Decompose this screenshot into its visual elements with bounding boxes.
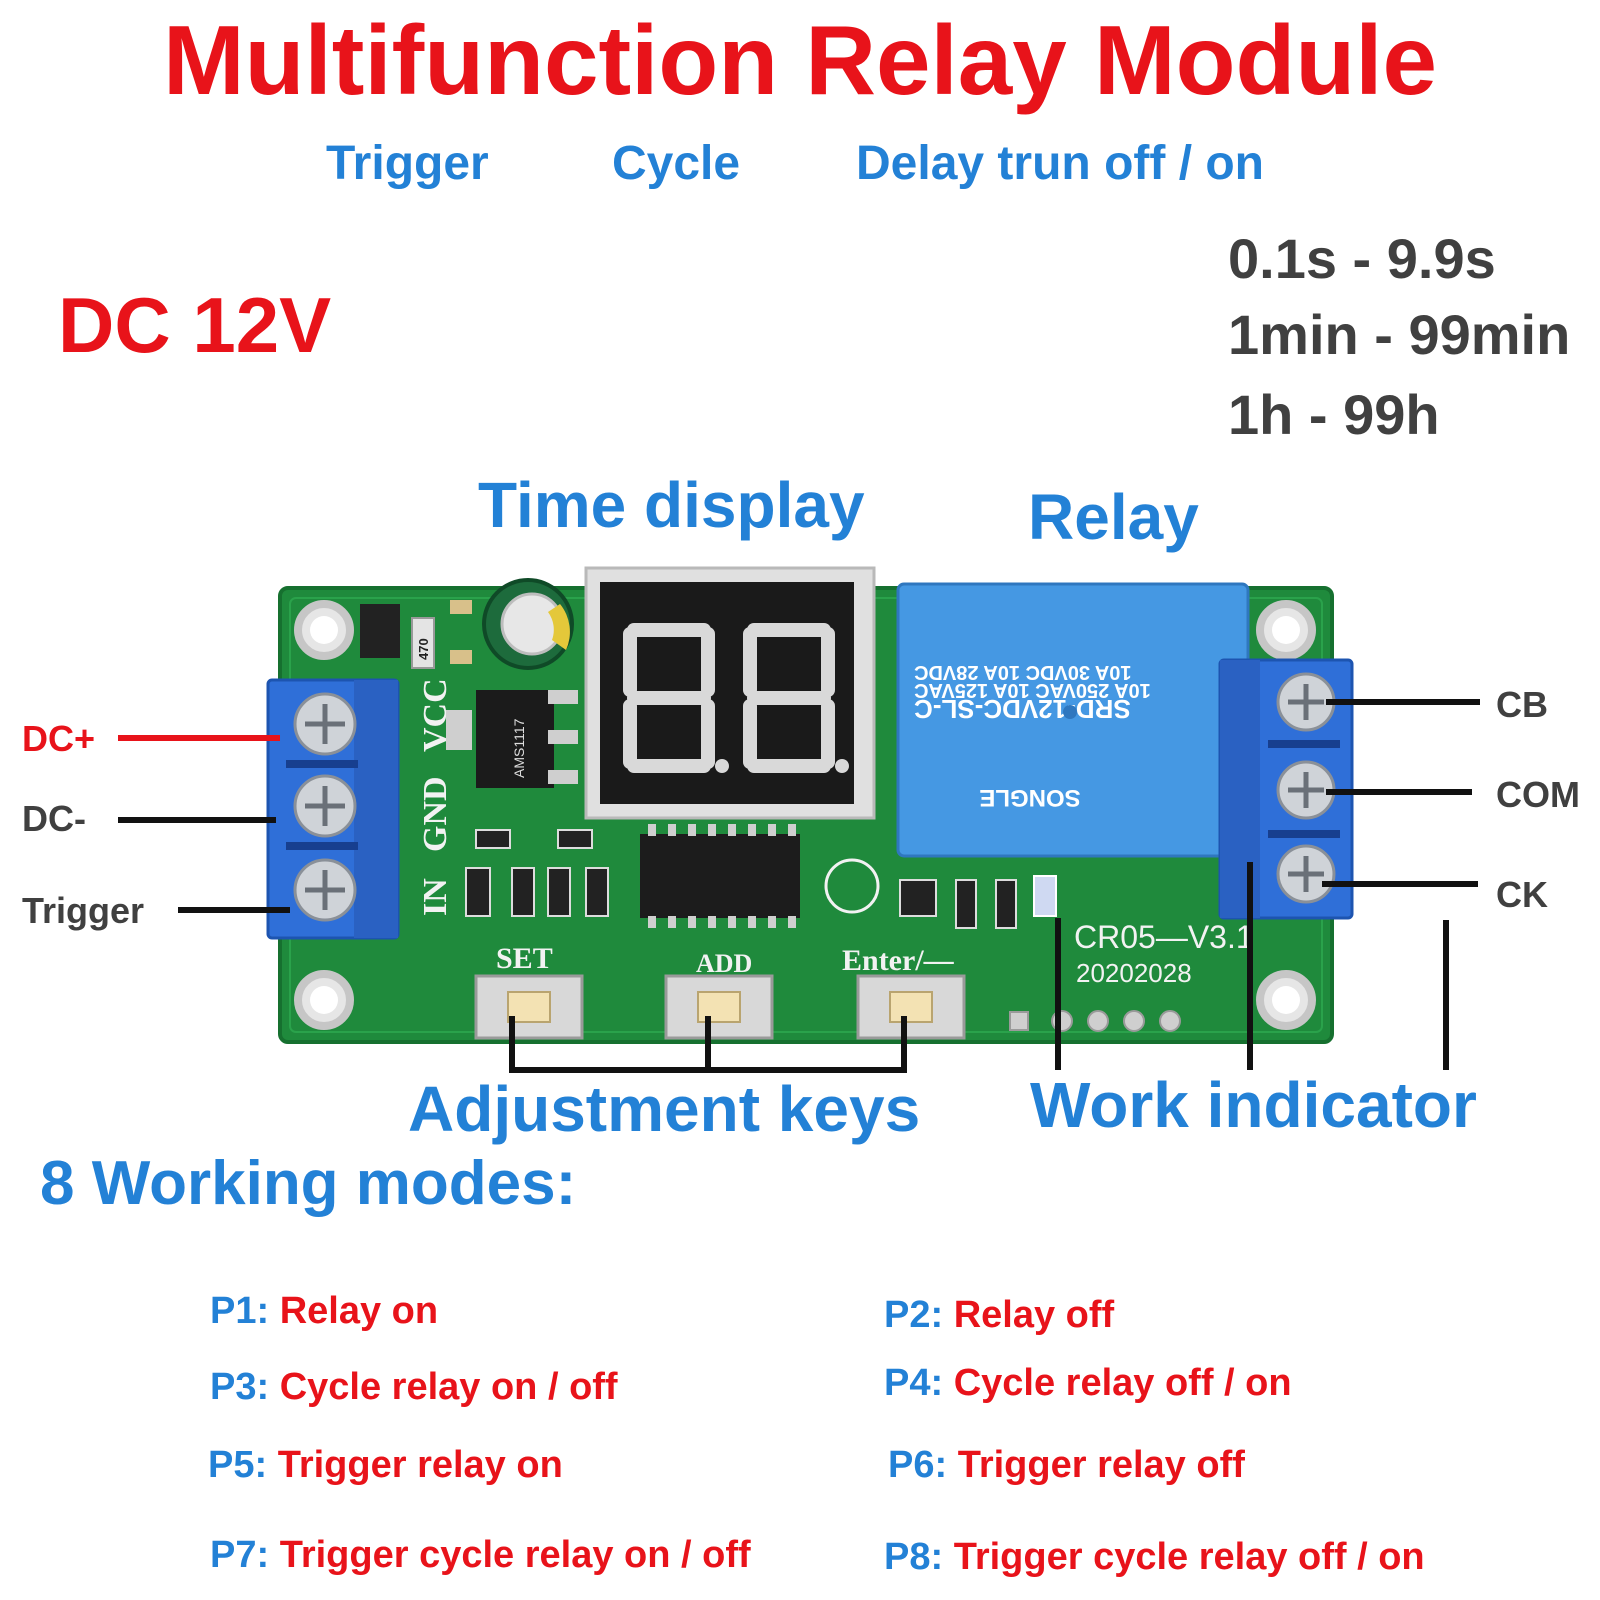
seven-segment-digits: [623, 623, 835, 773]
terminal-label-dc-minus: DC-: [22, 798, 86, 839]
svg-text:SONGLE: SONGLE: [979, 784, 1080, 811]
function-delay: Delay trun off / on: [856, 137, 1264, 190]
terminal-label-ck: CK: [1496, 874, 1548, 915]
mode-p6: P6: Trigger relay off: [888, 1444, 1245, 1486]
mode-p3: P3: Cycle relay on / off: [210, 1366, 618, 1408]
mode-p4: P4: Cycle relay off / on: [884, 1362, 1292, 1404]
mounting-holes: [294, 600, 1316, 1030]
voltage-regulator: [476, 690, 554, 788]
svg-text:10A 250VAC 10A 125VAC: 10A 250VAC 10A 125VAC: [914, 679, 1151, 701]
terminal-label-dc-plus: DC+: [22, 718, 96, 759]
svg-text:SRD-12VDC-SL-C: SRD-12VDC-SL-C: [914, 694, 1131, 724]
time-range-minutes: 1min - 99min: [1228, 303, 1571, 366]
leader-adjustment-keys: [509, 1016, 907, 1073]
silkscreen-model: CR05—V3.1: [1074, 919, 1254, 955]
silkscreen-date: 20202028: [1076, 958, 1192, 988]
function-trigger: Trigger: [326, 137, 489, 190]
silkscreen-set: SET: [496, 942, 553, 975]
relay: SRD-12VDC-SL-C 10A 250VAC 10A 125VAC 10A…: [896, 582, 1250, 858]
callout-time-display: Time display: [478, 469, 865, 541]
transistor-component: [360, 604, 400, 658]
terminal-label-cb: CB: [1496, 684, 1548, 725]
svg-text:470: 470: [416, 638, 431, 660]
page-title: Multifunction Relay Module: [163, 5, 1437, 115]
add-key: [664, 974, 774, 1040]
mode-p5: P5: Trigger relay on: [208, 1444, 563, 1486]
mode-p2: P2: Relay off: [884, 1294, 1115, 1336]
silkscreen-enter: Enter/—: [842, 944, 955, 977]
callout-work-indicator: Work indicator: [1030, 1069, 1477, 1141]
silkscreen-gnd: GND: [417, 776, 454, 852]
work-indicator-led: [1033, 875, 1057, 917]
time-range-seconds: 0.1s - 9.9s: [1228, 227, 1496, 290]
mode-p8: P8: Trigger cycle relay off / on: [884, 1536, 1425, 1578]
silkscreen-in: IN: [417, 878, 454, 916]
time-display: [584, 566, 876, 820]
capacitor: [482, 578, 574, 670]
callout-adjustment-keys: Adjustment keys: [408, 1073, 921, 1145]
svg-text:10A 30VDC 10A 28VDC: 10A 30VDC 10A 28VDC: [914, 661, 1132, 683]
time-range-hours: 1h - 99h: [1228, 383, 1440, 446]
svg-text:AMS1117: AMS1117: [511, 718, 527, 778]
mode-p1: P1: Relay on: [210, 1290, 439, 1332]
function-cycle: Cycle: [612, 137, 741, 190]
right-terminal-block: [1218, 658, 1354, 920]
left-terminal-block: [266, 678, 400, 940]
voltage-label: DC 12V: [58, 281, 332, 369]
enter-key: [856, 974, 966, 1040]
silkscreen-add: ADD: [696, 949, 752, 978]
callout-relay: Relay: [1028, 481, 1199, 553]
ic-chip: [640, 824, 800, 928]
modes-heading: 8 Working modes:: [40, 1149, 577, 1218]
terminal-label-trigger: Trigger: [22, 890, 145, 931]
set-key: [474, 974, 584, 1040]
mode-p7: P7: Trigger cycle relay on / off: [210, 1534, 751, 1576]
resistor-470: [411, 617, 435, 669]
terminal-label-com: COM: [1496, 774, 1580, 815]
